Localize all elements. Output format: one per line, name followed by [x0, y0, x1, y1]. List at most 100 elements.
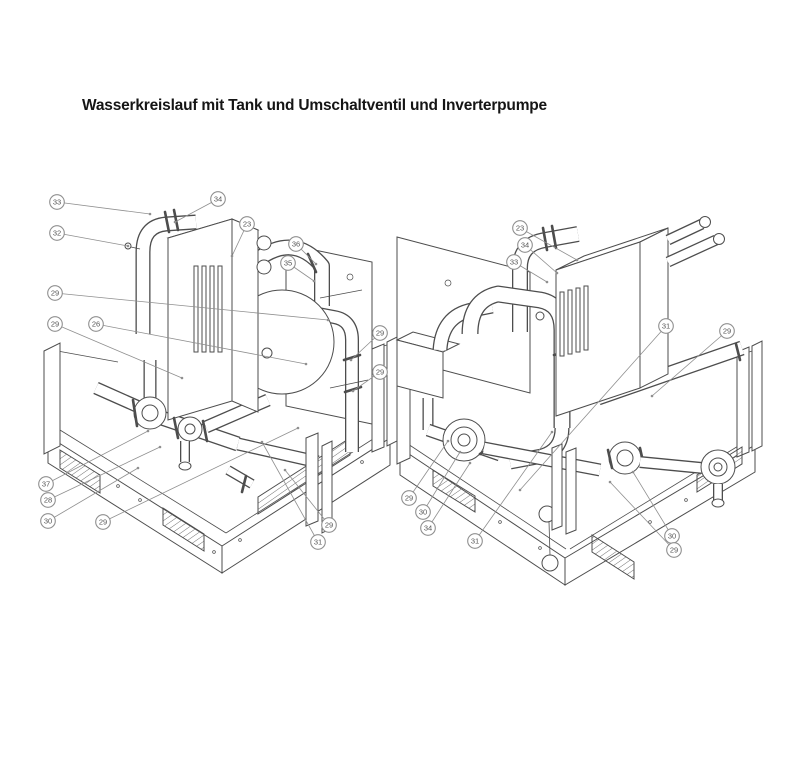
leader-arrow — [312, 279, 316, 283]
leader-line — [47, 446, 161, 501]
leader-line — [427, 462, 471, 529]
callout-balloon — [666, 542, 682, 558]
hx-port — [256, 259, 272, 275]
flange — [172, 416, 180, 440]
leader-line — [45, 430, 149, 485]
leader-line — [56, 232, 129, 247]
callout-31: 31 — [467, 533, 483, 549]
callout-balloon — [49, 225, 65, 241]
callout-number: 29 — [376, 329, 384, 338]
panel-hole — [444, 279, 452, 287]
flange — [131, 398, 139, 428]
corner-post-right-2 — [386, 336, 398, 447]
callout-balloon — [310, 534, 326, 550]
leader-line — [408, 440, 449, 499]
heat-exchanger — [555, 216, 725, 417]
callout-number: 32 — [53, 229, 61, 238]
flange — [342, 353, 362, 362]
vent-grille — [432, 469, 476, 513]
base-frame-left — [43, 336, 398, 574]
front-post — [305, 432, 319, 527]
leader-arrow — [126, 244, 130, 248]
leader-arrow — [283, 468, 287, 472]
leader-arrow — [550, 430, 554, 434]
callout-35: 35 — [280, 255, 296, 271]
clamp — [172, 208, 180, 232]
callout-number: 23 — [243, 220, 251, 229]
callout-balloon — [467, 533, 483, 549]
callout-number: 29 — [670, 546, 678, 555]
machinery-left — [93, 208, 373, 534]
pipe-cap — [711, 498, 725, 508]
pipe-cap — [699, 216, 711, 228]
callout-balloon — [239, 216, 255, 232]
callout-34: 34 — [210, 191, 226, 207]
callout-32: 32 — [49, 225, 65, 241]
callout-balloon — [372, 364, 388, 380]
callout-33: 33 — [49, 194, 65, 210]
callout-number: 30 — [419, 508, 427, 517]
leader-arrow — [446, 439, 450, 443]
leader-line — [54, 323, 183, 379]
leader-arrow — [136, 466, 140, 470]
callout-number: 33 — [53, 198, 61, 207]
callout-number: 33 — [510, 258, 518, 267]
callout-number: 37 — [42, 480, 50, 489]
leader-line — [474, 431, 553, 542]
callout-29: 29 — [47, 285, 63, 301]
leader-arrow — [260, 440, 264, 444]
callout-29: 29 — [95, 514, 111, 530]
leader-line — [519, 227, 578, 261]
callout-23: 23 — [512, 220, 528, 236]
callout-29: 29 — [321, 517, 337, 533]
callout-number: 29 — [99, 518, 107, 527]
leader-arrow — [326, 318, 330, 322]
callout-number: 26 — [92, 320, 100, 329]
callout-36: 36 — [288, 236, 304, 252]
leader-arrow — [296, 426, 300, 430]
leader-arrow — [518, 488, 522, 492]
callout-30: 30 — [415, 504, 431, 520]
callout-28: 28 — [40, 492, 56, 508]
callout-balloon — [49, 194, 65, 210]
leader-line — [519, 325, 667, 491]
callout-31: 31 — [310, 534, 326, 550]
vent-grille — [59, 449, 101, 494]
callout-balloon — [658, 318, 674, 334]
inverter-pump — [422, 398, 602, 477]
callout-number: 31 — [314, 538, 322, 547]
callout-balloon — [95, 514, 111, 530]
callout-34: 34 — [420, 520, 436, 536]
hx-port — [256, 235, 272, 251]
pipe-cap — [713, 233, 725, 245]
corner-post-right-2 — [751, 340, 763, 452]
flange — [734, 342, 742, 362]
left-view-callouts: 33 32 34 23 36 35 29 29 26 29 29 37 28 30 29 29 31 — [38, 191, 388, 550]
rail-left — [47, 435, 223, 574]
leader-arrow — [230, 254, 234, 258]
sensor — [535, 311, 545, 321]
corner-post-right — [371, 343, 385, 453]
clamp — [550, 224, 558, 250]
leader-arrow — [314, 262, 318, 266]
leader-arrow — [173, 220, 177, 224]
leader-arrow — [180, 376, 184, 380]
callout-balloon — [512, 220, 528, 236]
callout-30: 30 — [40, 513, 56, 529]
panel-hole — [346, 273, 354, 281]
callout-balloon — [47, 316, 63, 332]
flange — [606, 448, 614, 470]
front-post — [551, 443, 563, 531]
callout-29: 29 — [47, 316, 63, 332]
callout-balloon — [38, 476, 54, 492]
machinery-right — [395, 216, 745, 572]
leader-line — [632, 471, 673, 537]
callout-number: 29 — [376, 368, 384, 377]
vent-grille — [591, 534, 635, 580]
callout-balloon — [280, 255, 296, 271]
leader-arrow — [631, 470, 635, 474]
callout-number: 34 — [214, 195, 222, 204]
pump-cluster — [131, 396, 209, 471]
